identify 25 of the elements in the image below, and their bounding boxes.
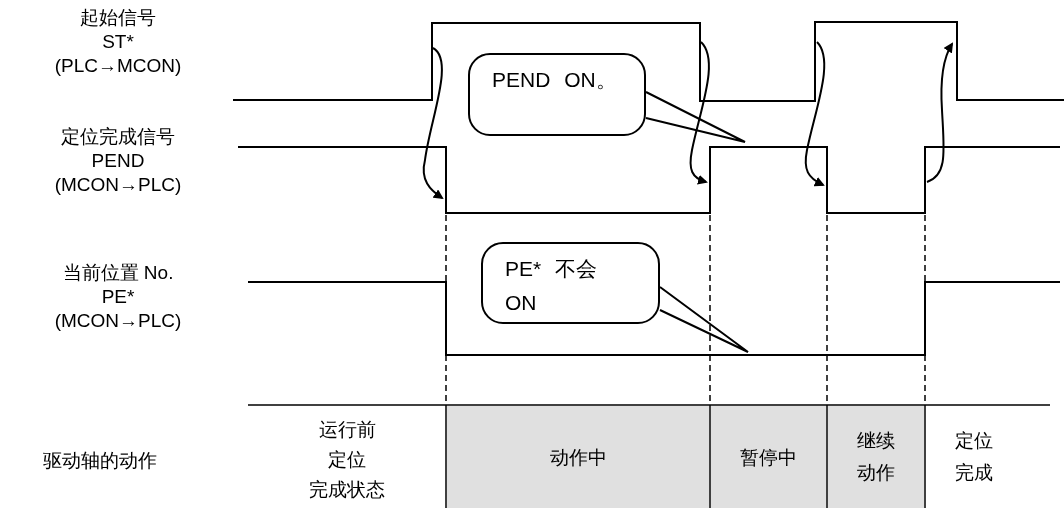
speech-bubble: [468, 53, 646, 136]
state-label: 暂停中: [739, 447, 797, 467]
signal-name: (MCON→PLC): [54, 174, 182, 194]
state-label: 完成状态: [309, 479, 385, 499]
signal-name: (PLC→MCON): [54, 55, 182, 75]
state-label: 动作: [857, 462, 895, 482]
signal-name: 当前位置 No.: [62, 262, 174, 282]
callout-text: PEND ON。: [492, 68, 617, 91]
state-label: 完成: [955, 462, 993, 482]
leader-line: [645, 91, 746, 143]
signal-name: 起始信号: [80, 7, 156, 27]
signal-name: 定位完成信号: [61, 126, 175, 146]
speech-bubble: [481, 242, 660, 324]
state-label: 定位: [328, 449, 366, 469]
signal-name: PE*: [101, 286, 135, 306]
signal-name: (MCON→PLC): [54, 310, 182, 330]
state-label: 继续: [857, 430, 895, 450]
state-label: 动作中: [549, 447, 607, 467]
state-label: 运行前: [318, 419, 376, 439]
signal-name: ST*: [102, 31, 134, 51]
row-heading: 驱动轴的动作: [43, 450, 157, 470]
leader-line: [659, 286, 749, 353]
signal-name: PEND: [91, 150, 145, 170]
callout-text: PE* 不会 ON: [505, 257, 598, 314]
state-label: 定位: [955, 430, 993, 450]
